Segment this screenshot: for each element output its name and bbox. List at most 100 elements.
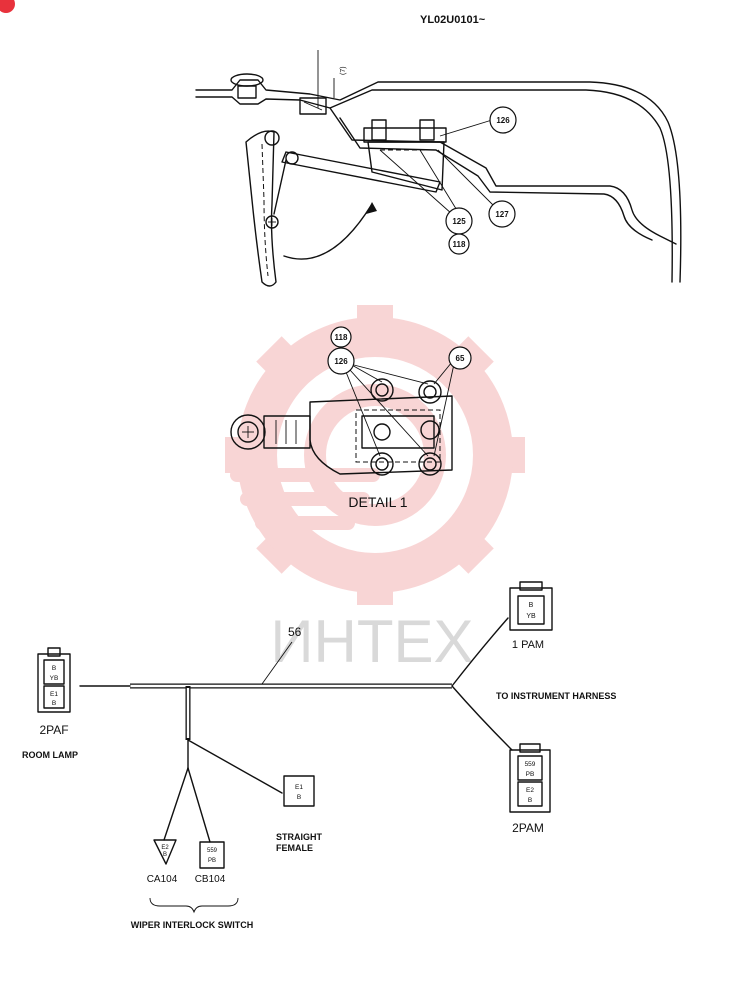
switch-bolt-2	[419, 119, 435, 141]
wire-to-ca104	[163, 767, 189, 841]
detail-leader-3	[345, 371, 381, 457]
wire-to-cb104	[187, 767, 211, 843]
pedal-fastener	[265, 215, 279, 229]
wire-to-2pam	[451, 685, 513, 751]
detail-callout-65-label: 65	[456, 354, 465, 363]
mount-boss	[237, 85, 257, 99]
callout-118-label: 118	[453, 240, 466, 249]
step-panel-line	[329, 107, 677, 245]
detail-leader-2	[349, 363, 429, 385]
detail-leader-1	[349, 363, 383, 383]
callout-125-label: 125	[452, 217, 466, 226]
wire-number: 56	[288, 625, 302, 639]
detail-callout-118-label: 118	[335, 333, 348, 342]
1pam-latch	[519, 581, 543, 591]
wiper-switch-label: WIPER INTERLOCK SWITCH	[131, 920, 254, 930]
switch-brace	[149, 897, 239, 914]
detail-knob-inner	[237, 421, 259, 443]
pedal-pivot	[264, 130, 280, 146]
link-rod	[281, 151, 441, 193]
detail-hidden-outline	[355, 409, 441, 463]
detail-plate	[309, 395, 453, 475]
pedal-arm	[245, 130, 277, 287]
connector-cb104: 559 PB CB104	[195, 841, 226, 885]
straight-caption-2: FEMALE	[276, 843, 313, 853]
2paf-cell-1: B	[52, 665, 56, 672]
motion-arrowhead	[366, 202, 377, 214]
callout-126-label: 126	[496, 116, 510, 125]
2pam-face-top	[517, 755, 543, 781]
room-lamp-label: ROOM LAMP	[22, 750, 78, 760]
detail-title: DETAIL 1	[348, 494, 407, 510]
callout-126	[489, 106, 517, 134]
straight-caption-1: STRAIGHT	[276, 832, 323, 842]
cb104-cell-2: PB	[208, 858, 216, 864]
rod-end	[285, 151, 299, 165]
callout-118	[448, 233, 470, 255]
straight-cell-1: E1	[295, 784, 303, 791]
1pam-cell-1: B	[529, 602, 534, 609]
callout-127-label: 127	[495, 210, 509, 219]
leader-126	[439, 119, 493, 137]
clip-block	[299, 97, 327, 115]
detail-screws	[370, 378, 442, 476]
cb104-name: CB104	[195, 874, 226, 885]
cb104-body	[199, 841, 225, 869]
motion-arc	[283, 203, 373, 260]
ca104-body	[153, 839, 177, 865]
2paf-latch	[47, 647, 61, 657]
1pam-name: 1 PAM	[512, 639, 544, 651]
ca104-name: CA104	[147, 874, 178, 885]
wire-to-straight	[187, 739, 283, 794]
bracket-mark: (7)	[340, 66, 347, 75]
callout-127	[488, 200, 516, 228]
panel-outline-inner	[195, 89, 673, 283]
2pam-name: 2PAM	[512, 821, 544, 835]
1pam-cell-2: YB	[526, 613, 536, 620]
switch-bolt-1	[371, 119, 387, 141]
1pam-face	[517, 595, 545, 625]
2pam-cell-4: B	[528, 797, 532, 804]
switch-body	[367, 141, 445, 191]
pedal-centerline	[261, 143, 269, 277]
watermark-text: ИНТЕХ	[270, 608, 473, 675]
corner-marker	[0, 0, 15, 13]
drawing-code: YL02U0101~	[420, 14, 486, 26]
leader-125a	[419, 149, 459, 213]
connector-1pam: B YB 1 PAM	[509, 581, 553, 651]
to-instrument-label: TO INSTRUMENT HARNESS	[496, 691, 616, 701]
cb104-cell-1: 559	[207, 848, 218, 854]
1pam-body	[509, 587, 553, 631]
2pam-cell-1: 559	[525, 761, 536, 768]
detail-leader-5	[433, 361, 453, 385]
2paf-cell-4: B	[52, 700, 56, 707]
clip-hatch	[303, 101, 323, 111]
detail-1-drawing: 118 126 65 DETAIL 1	[230, 326, 472, 510]
pedal-assembly-drawing: (7) 126 127	[195, 50, 682, 287]
wire-number-leader	[261, 641, 293, 685]
leader-125b	[379, 149, 453, 215]
leader-127	[437, 149, 495, 207]
detail-callout-126	[327, 347, 355, 375]
2pam-body	[509, 749, 551, 813]
connector-2pam: 559 PB E2 B 2PAM	[509, 743, 551, 835]
connector-ca104: E2 B CA104	[147, 839, 178, 885]
straight-body	[283, 775, 315, 807]
rod-to-pedal	[273, 159, 287, 215]
detail-leader-6	[433, 363, 455, 457]
ca104-cell-2: B	[163, 852, 167, 858]
2pam-face-bottom	[517, 781, 543, 807]
2paf-face-bottom	[43, 685, 65, 709]
detail-switch	[361, 415, 435, 449]
panel-outline-outer	[195, 79, 682, 283]
2pam-cell-2: PB	[526, 771, 535, 778]
wire-to-1pam	[451, 617, 509, 687]
connector-2paf: B YB E1 B 2PAF ROOM LAMP	[22, 647, 78, 760]
2paf-cell-2: YB	[50, 675, 59, 682]
ca104-cell-1: E2	[161, 845, 169, 851]
detail-callout-65	[448, 346, 472, 370]
straight-cell-2: B	[297, 794, 301, 801]
connector-straight-female: E1 B STRAIGHT FEMALE	[276, 775, 323, 853]
